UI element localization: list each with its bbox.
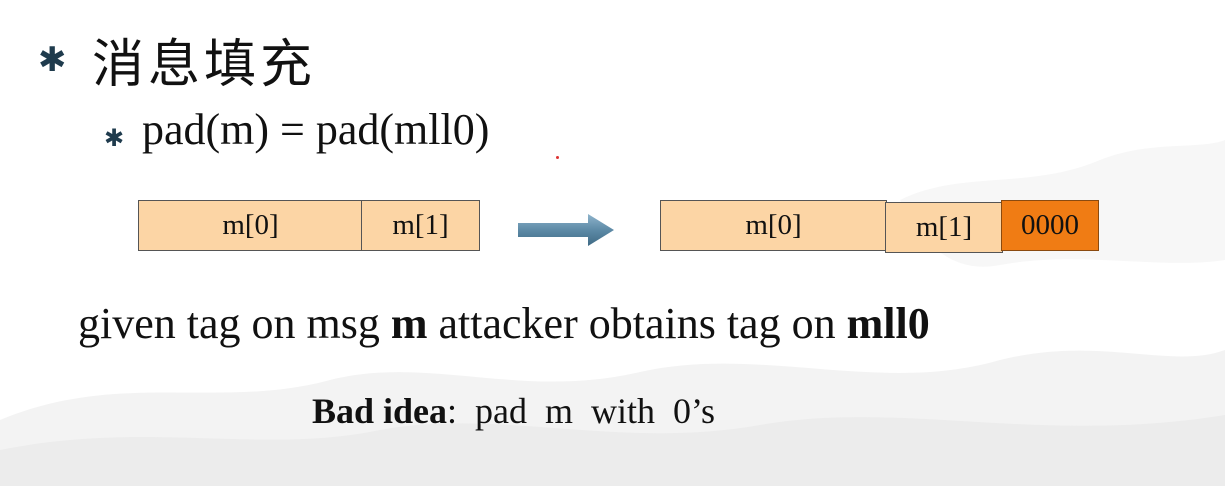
msg-mll0: mll0 xyxy=(846,299,930,348)
padding-formula: pad(m) = pad(mll0) xyxy=(142,105,490,154)
attack-description: given tag on msg m attacker obtains tag … xyxy=(78,299,930,348)
bad-idea-label: Bad idea xyxy=(312,391,448,431)
block-m1-after: m[1] xyxy=(885,202,1003,253)
block-m0-before: m[0] xyxy=(138,200,363,251)
bullet-star-icon: ✱ xyxy=(38,40,67,80)
bullet-star-icon: ✱ xyxy=(104,124,125,152)
slide-title: 消息填充 xyxy=(92,35,317,95)
msg-m: m xyxy=(390,299,428,348)
arrow-right-icon xyxy=(518,214,614,246)
block-m0-after: m[0] xyxy=(660,200,887,251)
bad-idea-note: Bad idea: pad m with 0’s xyxy=(312,391,716,431)
block-m1-before: m[1] xyxy=(361,200,480,251)
stray-mark xyxy=(556,156,559,159)
block-padding-zeros: 0000 xyxy=(1001,200,1099,251)
